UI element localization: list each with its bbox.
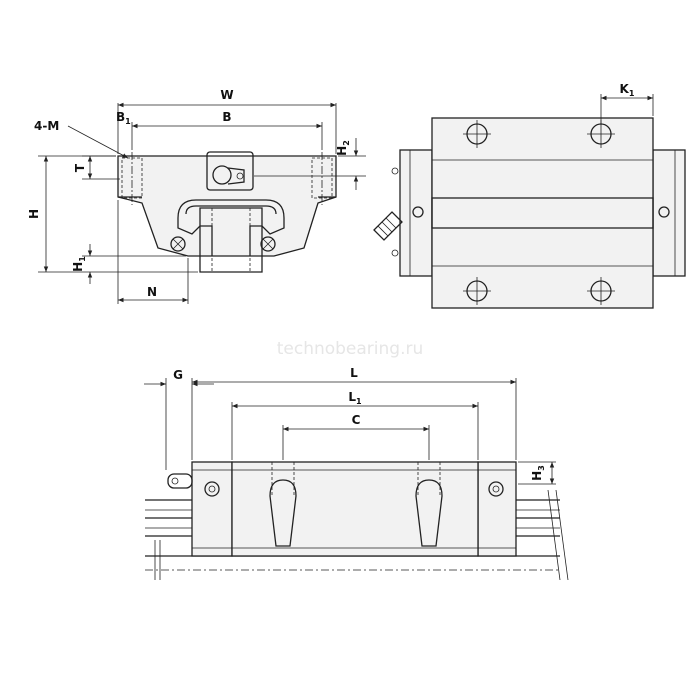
- hidden-hole: [417, 462, 441, 496]
- hole-cross: [463, 120, 491, 148]
- label-W: W: [220, 88, 233, 102]
- side-view: L L1 C G H3: [144, 366, 569, 581]
- label-H: H: [27, 209, 41, 219]
- label-T: T: [73, 163, 87, 172]
- cap-screw-small: [391, 249, 399, 257]
- label-C: C: [352, 413, 361, 427]
- nipple-tip: [171, 477, 179, 485]
- rail-cavity-inner: [185, 205, 277, 215]
- label-N: N: [147, 285, 157, 299]
- leader-4M: [67, 125, 129, 159]
- hole-cross: [587, 120, 615, 148]
- grease-nipple-side: [167, 473, 193, 489]
- end-seal-housing: [206, 151, 254, 191]
- label-B: B: [222, 110, 231, 124]
- seal-screw: [488, 481, 504, 497]
- end-seal-left: [191, 461, 233, 557]
- seal-screw: [204, 481, 220, 497]
- end-seal-right: [477, 461, 517, 557]
- cap-screw: [412, 206, 424, 218]
- tapped-hole-profile: [269, 479, 297, 547]
- top-view: K1: [373, 82, 686, 309]
- label-L: L: [350, 366, 358, 380]
- retainer-screw-left: [170, 236, 186, 252]
- label-L1: L1: [348, 390, 362, 406]
- label-G: G: [173, 368, 183, 382]
- retainer-screw-right: [260, 236, 276, 252]
- front-view: W B B1 4-M T H H1 H2 N: [27, 88, 366, 304]
- end-cap-left: [399, 149, 433, 277]
- label-H2: H2: [335, 140, 351, 156]
- label-H1: H1: [71, 256, 87, 272]
- seal-screw-center: [208, 485, 216, 493]
- label-B1: B1: [116, 110, 131, 126]
- break-mark: [154, 540, 161, 580]
- grease-nipple-hole: [236, 172, 244, 180]
- hole-cross: [463, 277, 491, 305]
- watermark-text: technobearing.ru: [277, 339, 424, 359]
- seal-screw-center: [492, 485, 500, 493]
- grease-nipple-circle: [212, 165, 232, 185]
- hole-cross: [587, 277, 615, 305]
- break-mark: [547, 489, 569, 581]
- rail-top: [431, 197, 654, 229]
- grease-nipple-body: [227, 167, 245, 185]
- cap-screw: [658, 206, 670, 218]
- cap-screw-small: [391, 167, 399, 175]
- label-K1: K1: [620, 82, 635, 98]
- label-H3: H3: [530, 465, 546, 481]
- rail-profile: [199, 207, 263, 273]
- tapped-hole-profile: [415, 479, 443, 547]
- hidden-hole: [271, 462, 295, 496]
- label-4M: 4-M: [34, 119, 59, 133]
- carriage-body: [431, 117, 654, 309]
- nipple-thread: [377, 217, 397, 237]
- carriage-side-body: [231, 461, 479, 557]
- screw-cross: [172, 238, 184, 250]
- screw-cross: [262, 238, 274, 250]
